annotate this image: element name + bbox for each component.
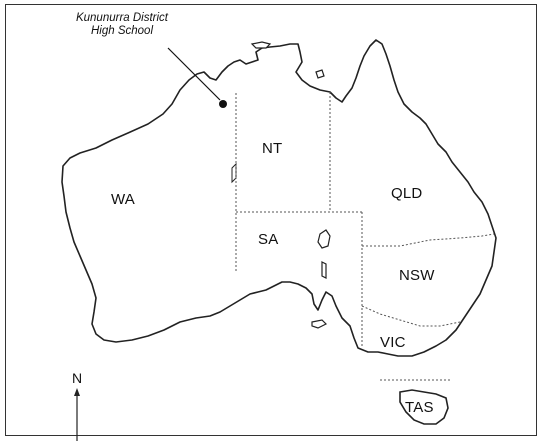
school-annotation-line1: Kununurra District (75, 12, 169, 24)
state-label-sa: SA (258, 231, 279, 248)
state-label-tas: TAS (405, 399, 434, 416)
lake-torrens (321, 261, 327, 279)
school-annotation-line2: High School (90, 25, 153, 37)
kununurra-marker (219, 100, 227, 108)
state-label-vic: VIC (380, 334, 406, 351)
mainland-outline (61, 39, 497, 357)
north-label: N (72, 370, 83, 386)
kangaroo-island (311, 319, 328, 329)
state-label-nsw: NSW (399, 267, 435, 284)
nt-inlet (231, 162, 237, 184)
state-borders (235, 92, 495, 381)
annotation-leader-line (167, 47, 221, 101)
north-arrow (74, 388, 80, 441)
melville-island (250, 41, 272, 49)
state-label-wa: WA (111, 191, 136, 208)
state-label-nt: NT (262, 140, 283, 157)
lake-eyre (317, 229, 331, 249)
tasmania-outline (399, 389, 449, 425)
school-annotation: Kununurra District High School (52, 12, 192, 38)
groote-island (315, 69, 325, 79)
state-label-qld: QLD (391, 185, 423, 202)
